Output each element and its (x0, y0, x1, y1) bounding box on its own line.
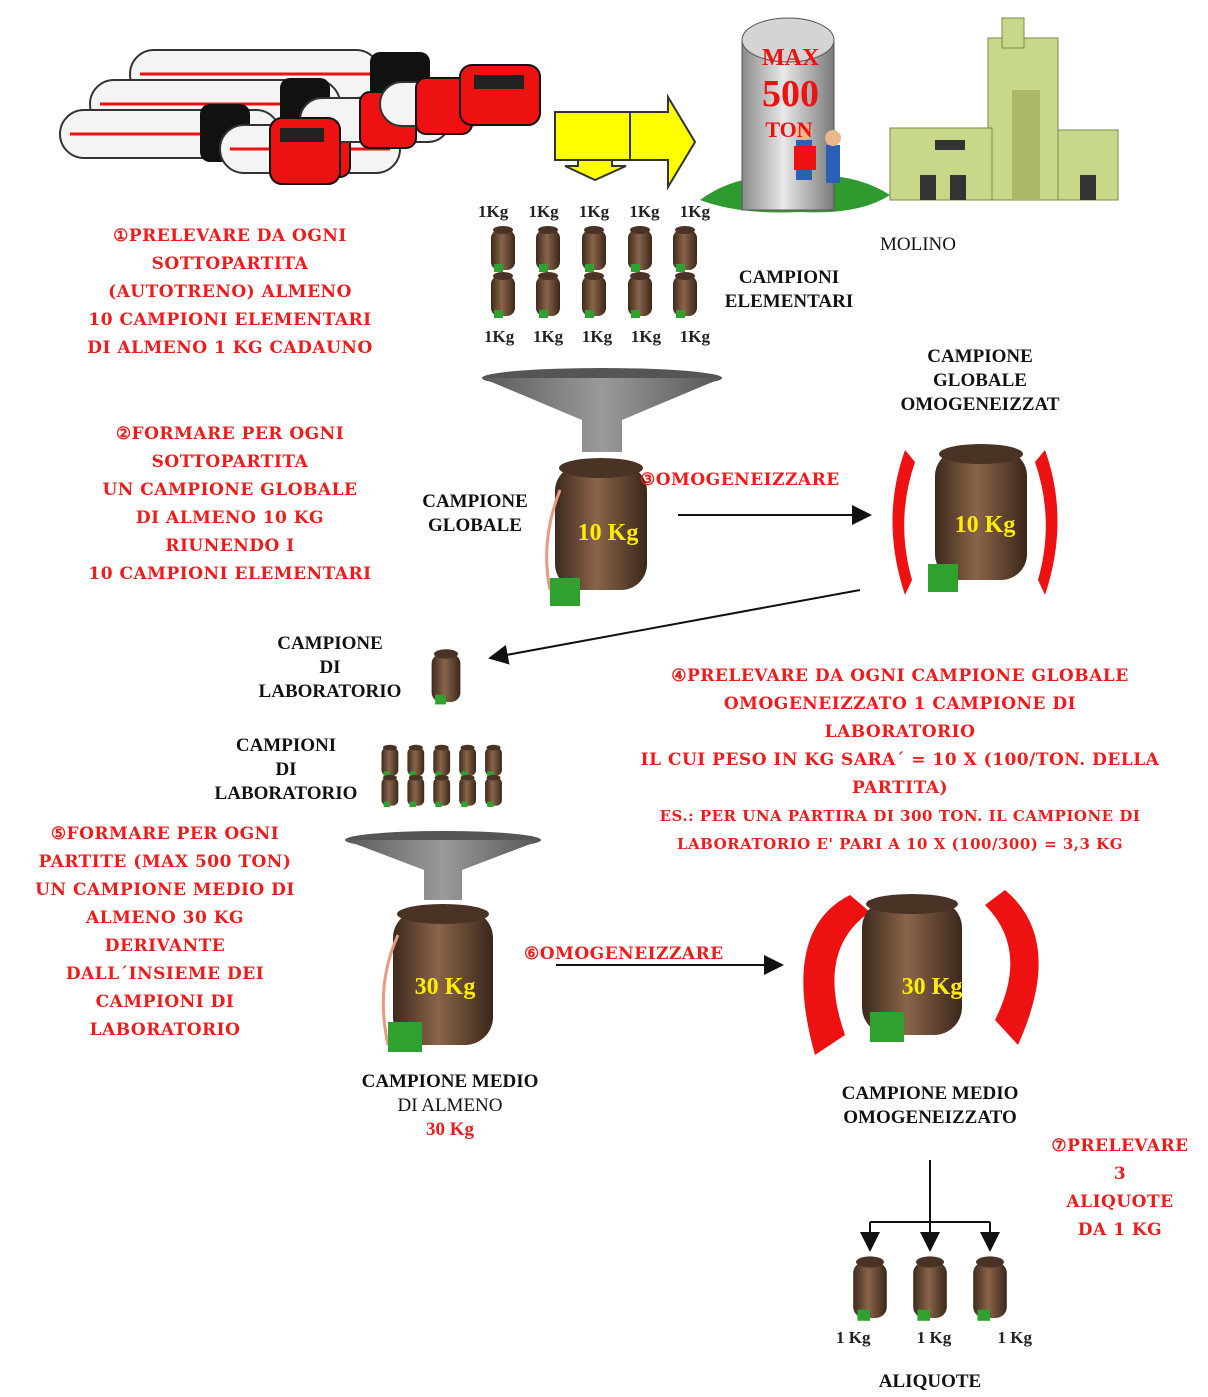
silo-line-1: MAX (762, 45, 820, 71)
global-homogenized-jar (892, 444, 1058, 595)
medium-sample-title: CAMPIONE MEDIO DI ALMENO 30 Kg (361, 1071, 539, 1140)
aliquot-kg-labels: 1 Kg 1 Kg 1 Kg (836, 1328, 1032, 1347)
silo-line-3: TON (765, 117, 813, 142)
medium-sample-jar (381, 904, 493, 1052)
lab-sample-title: CAMPIONE DI LABORATORIO (258, 633, 402, 702)
global-sample-weight: 10 Kg (577, 520, 639, 546)
truck-fleet-illustration (59, 49, 541, 185)
yellow-flow-arrow (554, 93, 697, 191)
funnel-2 (345, 831, 541, 900)
medium-sample-weight-label: 30 Kg (414, 974, 476, 1000)
aliquot-jars (853, 1256, 1007, 1321)
lab-sample-jar (431, 649, 461, 705)
step-6-text: ⑥OMOGENEIZZARE (524, 944, 724, 964)
global-homogenized-weight: 10 Kg (954, 512, 1016, 538)
lab-samples-title: CAMPIONI DI LABORATORIO (214, 735, 358, 804)
global-homogenized-title: CAMPIONE GLOBALE OMOGENEIZZAT (900, 346, 1060, 415)
mill-label: MOLINO (880, 234, 956, 255)
silo-illustration (700, 17, 890, 213)
silo-line-2: 500 (762, 73, 819, 115)
medium-homogenized-title: CAMPIONE MEDIO OMOGENEIZZATO (841, 1083, 1019, 1128)
elementary-samples-title: CAMPIONI ELEMENTARI (724, 267, 854, 312)
global-sample-title: CAMPIONE GLOBALE (422, 491, 528, 536)
step-2-text: ②FORMARE PER OGNI SOTTOPARTITA UN CAMPIO… (88, 424, 372, 584)
aliquots-title: ALIQUOTE (878, 1371, 982, 1392)
aliquot-split-arrows (860, 1160, 1000, 1252)
step-3-text: ③OMOGENEIZZARE (640, 470, 840, 490)
global-sample-jar (545, 458, 647, 606)
medium-homogenized-jar (803, 890, 1039, 1055)
silo-capacity-label: MAX 500 TON (762, 44, 820, 144)
funnel-1 (482, 368, 722, 452)
step-5-text: ⑤FORMARE PER OGNI PARTITE (MAX 500 TON) … (35, 824, 295, 1040)
step-1-text: ①PRELEVARE DA OGNI SOTTOPARTITA (AUTOTRE… (87, 226, 373, 358)
step-4-text: ④PRELEVARE DA OGNI CAMPIONE GLOBALE OMOG… (640, 666, 1160, 853)
medium-homogenized-weight: 30 Kg (901, 974, 963, 1000)
step-7-text: ⑦PRELEVARE 3 ALIQUOTE DA 1 Kg (1051, 1136, 1189, 1240)
elementary-samples-group (491, 226, 697, 318)
lab-samples-group (381, 744, 502, 808)
mill-building-illustration (889, 17, 1119, 201)
arrow-to-lab-sample (488, 589, 861, 665)
